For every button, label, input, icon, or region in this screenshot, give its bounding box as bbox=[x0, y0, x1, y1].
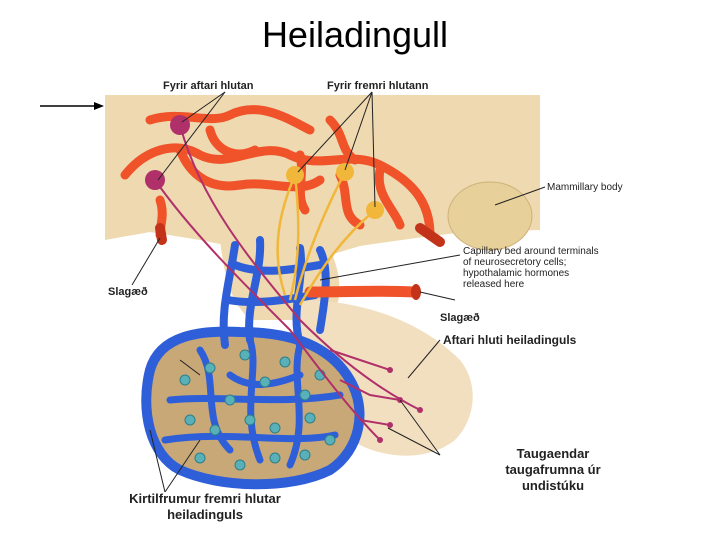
label-capillary-4: released here bbox=[463, 279, 525, 290]
artery-cut-end bbox=[411, 284, 421, 300]
label-capillary-3: hypothalamic hormones bbox=[463, 268, 569, 279]
mammillary-body bbox=[448, 182, 532, 250]
label-nerve-endings-1: Taugaendar bbox=[517, 446, 590, 461]
label-nerve-endings-2: taugafrumna úr bbox=[505, 462, 600, 477]
label-anterior-cells-2: heiladinguls bbox=[167, 507, 243, 522]
label-capillary-1: Capillary bed around terminals bbox=[463, 246, 599, 257]
label-anterior-cells-1: Kirtilfrumur fremri hlutar bbox=[129, 491, 281, 506]
pointer-arrow bbox=[40, 102, 104, 110]
label-nerve-endings-3: undistúku bbox=[522, 478, 584, 493]
label-posterior-upper: Fyrir aftari hlutan bbox=[163, 80, 254, 92]
lower-hypophyseal-artery bbox=[310, 291, 415, 292]
label-capillary-2: of neurosecretory cells; bbox=[463, 257, 566, 268]
label-posterior-pituitary: Aftari hluti heiladinguls bbox=[443, 333, 577, 347]
label-artery-right: Slagæð bbox=[440, 312, 480, 324]
label-artery-left: Slagæð bbox=[108, 286, 148, 298]
label-anterior-upper: Fyrir fremri hlutann bbox=[327, 80, 429, 92]
label-mammillary-body: Mammillary body bbox=[547, 182, 623, 193]
